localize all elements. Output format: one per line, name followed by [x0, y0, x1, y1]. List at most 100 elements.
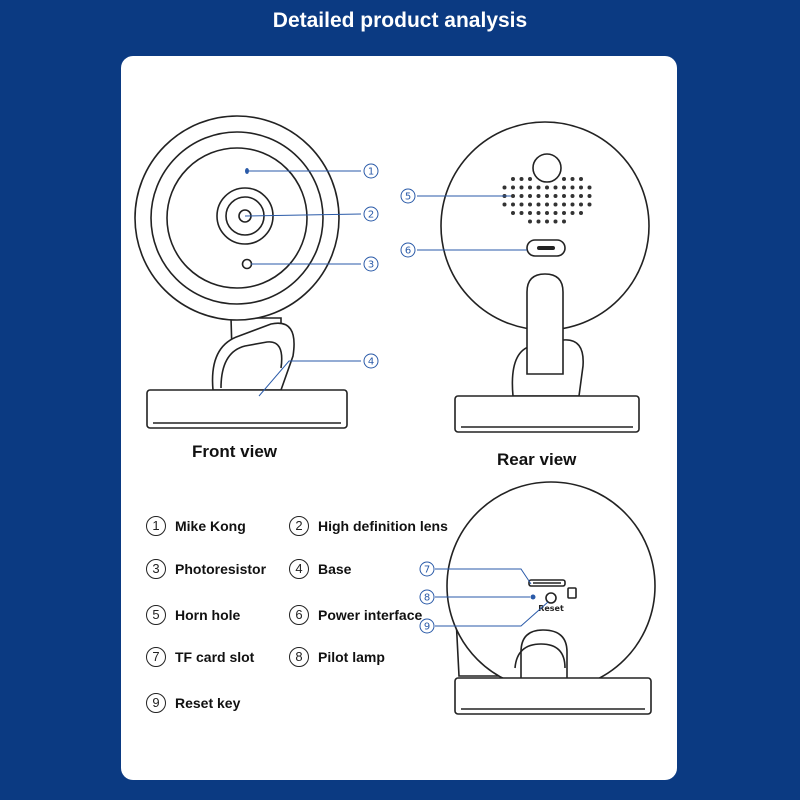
svg-text:4: 4 [368, 357, 374, 368]
legend-label: Mike Kong [175, 518, 246, 534]
horn-hole-dot [570, 194, 575, 198]
front-stand-arm [211, 322, 295, 391]
horn-hole-dot [502, 202, 507, 207]
legend-number: 2 [289, 516, 309, 536]
callout-1: 1 [363, 163, 379, 179]
rear-power-port-slot [537, 246, 555, 250]
horn-hole-dot [519, 194, 524, 198]
front-callout-lines [244, 170, 362, 397]
horn-hole-dot [511, 177, 515, 181]
horn-hole-dot [579, 177, 583, 181]
legend-number: 9 [146, 693, 166, 713]
legend-number: 4 [289, 559, 309, 579]
rear-view-camera [440, 121, 650, 433]
callout-6: 6 [400, 242, 416, 258]
legend-item-4: 4 Base [289, 559, 351, 579]
svg-text:5: 5 [405, 192, 411, 203]
horn-hole-dot [562, 219, 566, 224]
svg-text:8: 8 [424, 593, 430, 604]
horn-hole-dot [562, 211, 566, 215]
legend-item-9: 9 Reset key [146, 693, 240, 713]
callout-2: 2 [363, 206, 379, 222]
side-sd-icon [567, 587, 577, 599]
horn-hole-dot [528, 211, 532, 215]
legend-item-2: 2 High definition lens [289, 516, 448, 536]
horn-hole-dot [545, 194, 549, 198]
horn-hole-dot [579, 185, 583, 190]
horn-hole-dot [528, 185, 532, 190]
horn-hole-dot [562, 177, 566, 181]
svg-text:6: 6 [405, 246, 411, 257]
horn-hole-dot [502, 185, 507, 190]
horn-hole-dot [545, 211, 549, 215]
horn-hole-dot [536, 202, 541, 207]
legend-label: Power interface [318, 607, 423, 623]
horn-hole-dot [519, 177, 524, 181]
callout-4: 4 [363, 353, 379, 369]
front-stand-inner [220, 341, 283, 389]
front-view-camera [134, 115, 348, 429]
svg-text:2: 2 [368, 210, 374, 221]
horn-hole-dot [511, 211, 515, 215]
page-title: Detailed product analysis [272, 9, 528, 32]
product-card: 1 2 3 4 5 6 [121, 56, 677, 780]
legend-label: Photoresistor [175, 561, 267, 577]
horn-hole-dot [570, 202, 575, 207]
horn-hole-dot [511, 194, 515, 198]
horn-hole-dot [562, 202, 566, 207]
rear-stand-neck [526, 273, 564, 375]
horn-hole-dot [545, 202, 549, 207]
legend-label: Pilot lamp [318, 649, 385, 665]
horn-hole-dot [536, 194, 541, 198]
horn-hole-dot [528, 194, 532, 198]
callout-7: 7 [419, 561, 435, 577]
rear-callouts: 5 6 [400, 188, 416, 258]
horn-hole-dot [553, 219, 558, 224]
horn-hole-dot [511, 185, 515, 190]
side-callouts: 7 8 9 [419, 561, 435, 634]
horn-hole-dot [553, 185, 558, 190]
legend-number: 6 [289, 605, 309, 625]
rear-callout-lines [417, 195, 527, 251]
callout-8: 8 [419, 589, 435, 605]
product-diagram: 1 2 3 4 5 6 [134, 115, 656, 715]
side-pilot-lamp [530, 594, 536, 600]
front-view-label: Front view [192, 442, 278, 461]
legend-item-7: 7 TF card slot [146, 647, 254, 667]
callout-9: 9 [419, 618, 435, 634]
horn-hole-dot [553, 202, 558, 207]
horn-hole-dot [519, 185, 524, 190]
horn-hole-dot [579, 211, 583, 215]
horn-hole-dot [519, 211, 524, 215]
legend-item-6: 6 Power interface [289, 605, 422, 625]
legend-item-8: 8 Pilot lamp [289, 647, 385, 667]
rear-base [454, 395, 640, 433]
horn-hole-dot [545, 185, 549, 190]
horn-hole-dot [528, 202, 532, 207]
side-tf-slot [528, 579, 566, 587]
horn-hole-dot [570, 211, 575, 215]
svg-text:3: 3 [368, 260, 374, 271]
front-mic-dot [245, 168, 249, 174]
legend-item-5: 5 Horn hole [146, 605, 240, 625]
svg-text:9: 9 [424, 622, 430, 633]
horn-hole-dot [587, 194, 592, 198]
legend-label: Base [318, 561, 352, 577]
reset-label: Reset [538, 604, 564, 613]
side-base [454, 677, 652, 715]
horn-hole-dot [562, 194, 566, 198]
horn-hole-dot [536, 211, 541, 215]
horn-hole-dot [570, 185, 575, 190]
side-reset-key [545, 592, 557, 604]
horn-hole-dot [579, 194, 583, 198]
front-camera-head [134, 115, 340, 321]
front-callouts: 1 2 3 4 [363, 163, 379, 369]
svg-text:7: 7 [424, 565, 430, 576]
legend-label: Reset key [175, 695, 241, 711]
rear-speaker-dome [532, 153, 562, 183]
svg-text:1: 1 [368, 167, 374, 178]
horn-hole-dot [562, 185, 566, 190]
callout-3: 3 [363, 256, 379, 272]
legend-label: Horn hole [175, 607, 241, 623]
horn-hole-dot [570, 177, 575, 181]
